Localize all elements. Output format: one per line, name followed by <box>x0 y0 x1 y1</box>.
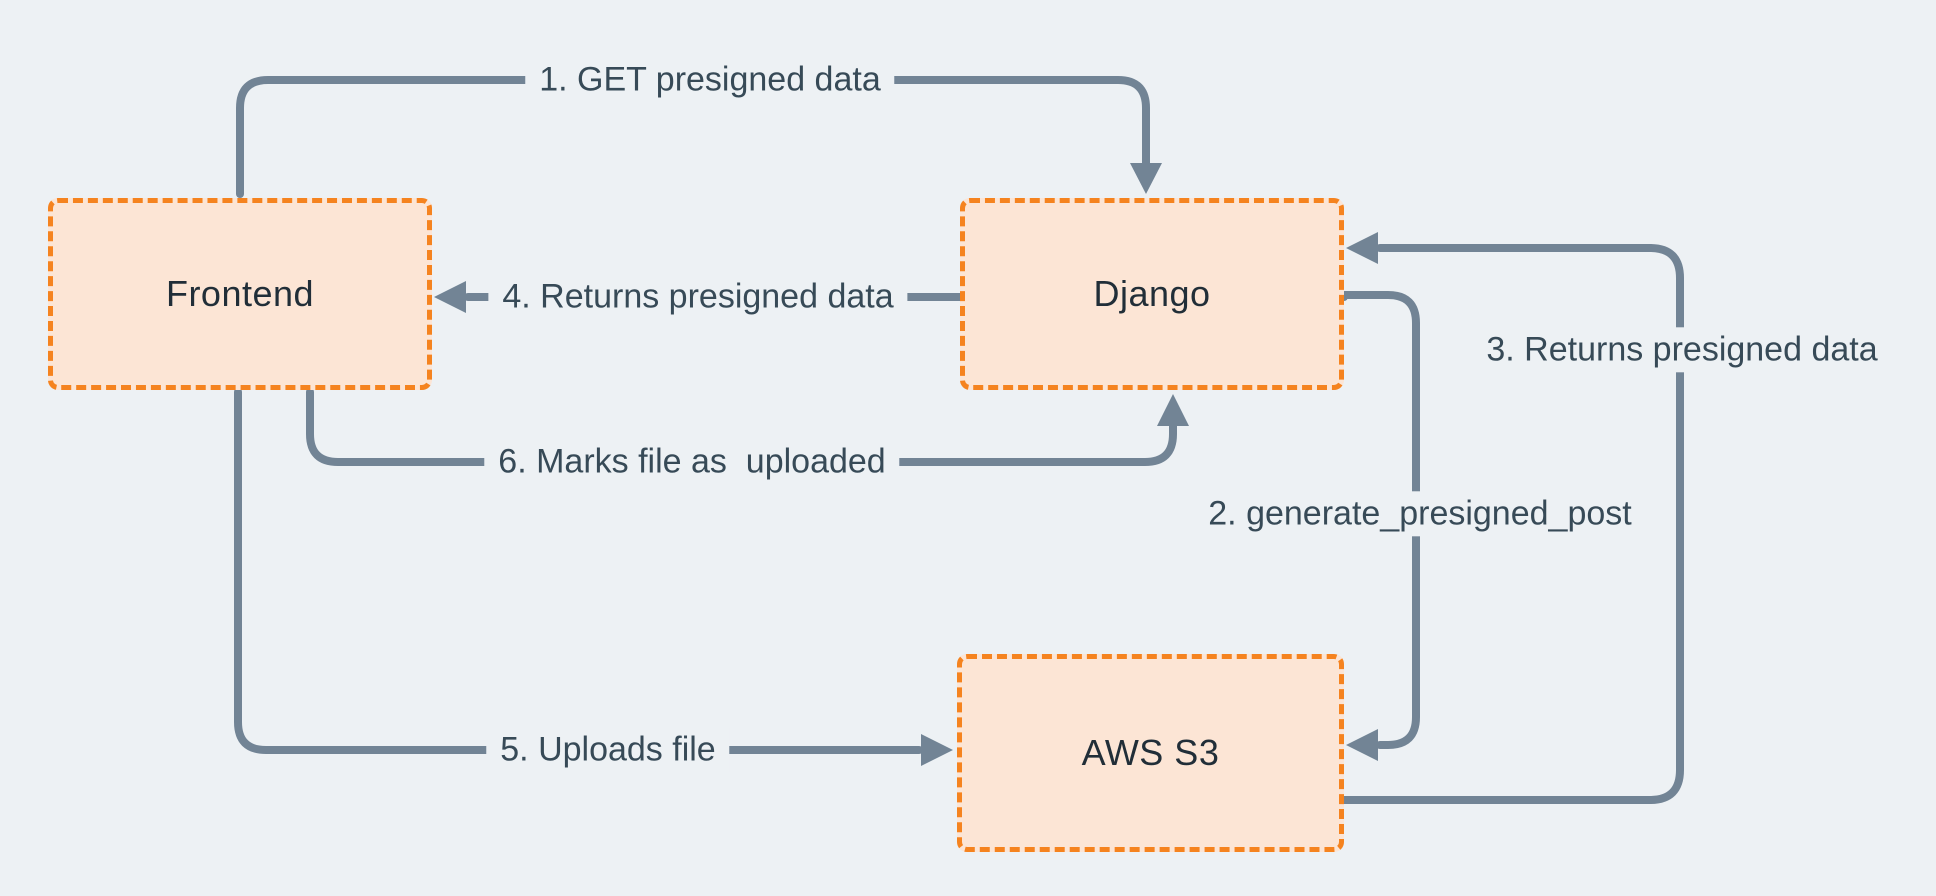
edge-label-5: 5. Uploads file <box>486 727 730 773</box>
edge-1-arrowhead <box>1130 163 1162 194</box>
edge-5-path <box>234 388 923 754</box>
edge-6-arrowhead <box>1157 394 1189 426</box>
edge-label-4: 4. Returns presigned data <box>488 274 908 320</box>
edge-5-arrowhead <box>921 734 953 766</box>
edge-label-1: 1. GET presigned data <box>525 57 895 103</box>
edge-3-arrowhead <box>1346 232 1378 264</box>
node-frontend: Frontend <box>48 198 432 390</box>
edge-2-arrowhead <box>1346 729 1378 761</box>
edge-4-arrowhead <box>434 281 466 313</box>
edge-label-6: 6. Marks file as uploaded <box>484 439 900 485</box>
edge-3-path <box>1340 244 1684 804</box>
node-django-label: Django <box>1093 273 1211 314</box>
edge-label-2: 2. generate_presigned_post <box>1194 491 1646 537</box>
node-frontend-label: Frontend <box>165 273 315 314</box>
node-aws-s3: AWS S3 <box>957 654 1344 852</box>
node-aws-s3-label: AWS S3 <box>1081 732 1220 773</box>
node-django: Django <box>960 198 1344 390</box>
edge-label-3: 3. Returns presigned data <box>1472 327 1892 373</box>
